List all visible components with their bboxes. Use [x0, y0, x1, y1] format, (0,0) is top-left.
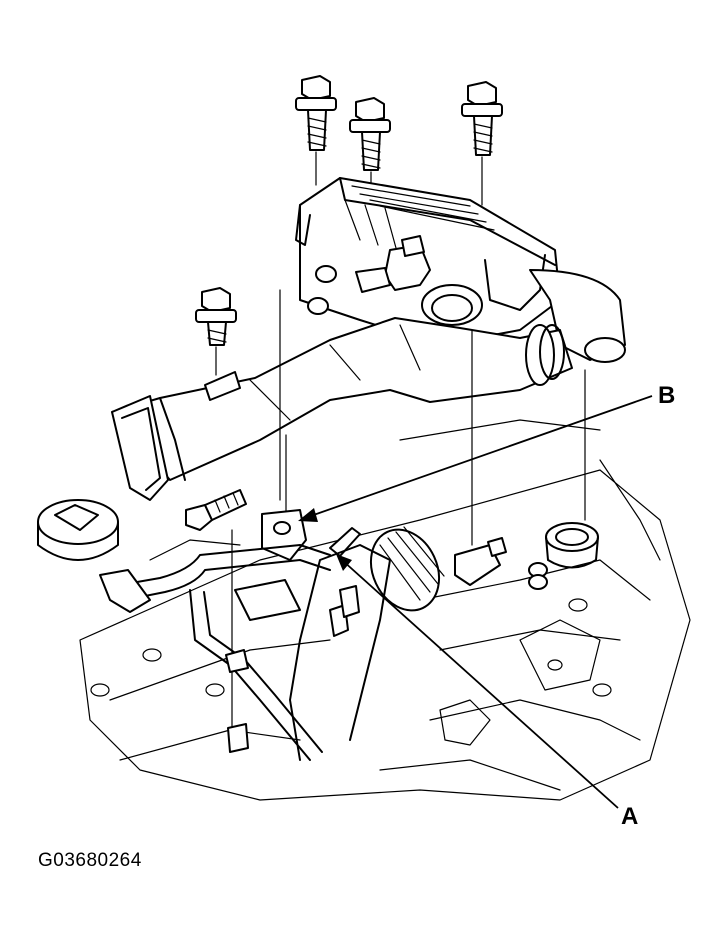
- grommet: [528, 522, 599, 590]
- small-studs: [227, 585, 360, 753]
- air-chamber: [295, 177, 626, 363]
- top-bolt-left: [295, 75, 337, 186]
- side-bolt-left: [195, 287, 237, 376]
- engine-block: [37, 419, 691, 801]
- callout-label-b: B: [658, 382, 676, 409]
- intake-duct: [111, 317, 573, 501]
- hose-clamp-a: [369, 526, 445, 612]
- duct-mount-bolt: [185, 489, 247, 531]
- callout-leaders: [298, 395, 653, 809]
- callout-label-a: A: [621, 803, 639, 830]
- bracket-b: [261, 509, 307, 561]
- top-bolt-middle: [349, 97, 391, 201]
- hoses: [99, 544, 391, 761]
- right-clip: [454, 537, 507, 586]
- assembly-lines: [231, 289, 586, 731]
- connector-pin: [329, 527, 361, 557]
- top-bolt-right: [461, 81, 503, 206]
- figure-code: G03680264: [38, 850, 142, 871]
